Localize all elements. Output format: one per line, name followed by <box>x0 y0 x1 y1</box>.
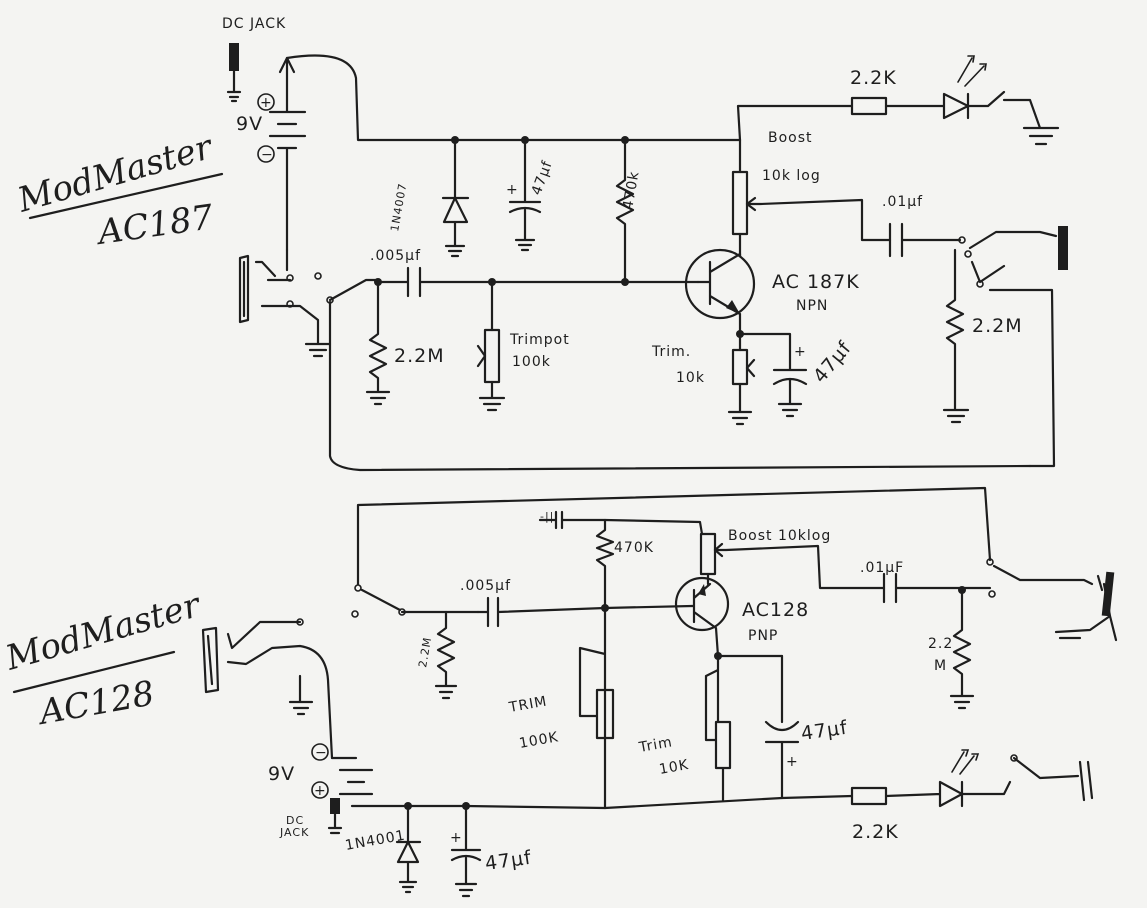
label-boost-bottom: Boost 10klog <box>728 528 831 544</box>
resistor-470k-bottom <box>595 518 615 610</box>
label-9v-top: 9V <box>236 113 263 135</box>
label-cap-supply-plus-top: + <box>506 182 519 198</box>
label-trim2-value-bottom: 10K <box>658 757 690 778</box>
trimpot-100k-top <box>476 280 506 412</box>
label-cap-in-top: .005µf <box>370 248 421 264</box>
led-branch-bottom <box>850 749 1094 808</box>
resistor-in-2.2m-bottom <box>434 610 458 700</box>
label-boost-taper-top: 10k log <box>762 168 821 184</box>
label-transistor-type-bottom: PNP <box>748 628 778 644</box>
input-jack-top <box>238 248 1032 472</box>
label-trimpot-value-top: 100k <box>512 354 551 370</box>
cap-top-bottom <box>538 510 704 536</box>
bottom-rail-bottom <box>350 794 854 810</box>
resistor-out-2.2m-top <box>942 248 970 424</box>
title-modmaster-bottom: ModMaster <box>0 585 206 679</box>
trim-100k-bottom <box>578 606 615 810</box>
label-2.2m-in-bottom: 2.2M <box>416 636 434 669</box>
label-cap-in-bottom: .005µf <box>460 578 511 594</box>
label-trim-value-top: 10k <box>676 370 705 386</box>
signal-wire-bottom <box>476 596 694 628</box>
label-diode-bottom: 1N4001 <box>344 828 407 854</box>
label-2.2m-out-top: 2.2M <box>972 315 1023 337</box>
label-cap-supply-plus-bottom: + <box>450 830 463 846</box>
dc-jack-bottom <box>327 798 343 835</box>
trim-10k-top <box>727 332 756 426</box>
label-470k-bottom: 470K <box>614 540 654 556</box>
label-470k-top: 470k <box>620 170 643 211</box>
label-cap-top-bottom: -|| <box>540 510 554 523</box>
label-2.2k-top: 2.2K <box>850 67 897 89</box>
resistor-out-2.2m-bottom <box>949 588 975 710</box>
output-jack-bottom <box>986 558 1118 642</box>
cap-out-top <box>888 222 962 258</box>
diode-1n4001-bottom <box>395 804 422 894</box>
boost-pot-top <box>731 138 892 258</box>
label-trim2-bottom: Trim <box>637 734 674 756</box>
label-jack-bottom: JACK <box>279 826 309 839</box>
diode-1n4007-top <box>441 138 470 258</box>
label-trim1-value-bottom: 100K <box>518 729 560 752</box>
top-rail-bottom <box>356 486 992 586</box>
cap-supply-bottom <box>450 804 482 898</box>
label-2.2k-bottom: 2.2K <box>852 821 899 843</box>
circuit-ac128: ModMaster AC128 .005µf 2.2M -|| 4 <box>0 486 1118 898</box>
label-boost-top: Boost <box>768 130 813 146</box>
battery-bottom <box>311 743 374 799</box>
supply-rail-top <box>285 54 742 142</box>
label-9v-bottom: 9V <box>268 763 295 785</box>
label-transistor-bottom: AC128 <box>742 599 809 621</box>
trim-10k-bottom <box>704 654 784 802</box>
input-jack-bottom <box>201 618 334 760</box>
title-underline-top <box>28 172 224 220</box>
label-trim1-bottom: TRIM <box>507 693 549 716</box>
cap-out-bottom <box>882 572 992 604</box>
label-2.2-out-bottom: 2.2 <box>928 636 953 652</box>
label-battery-minus-top: − <box>261 147 274 163</box>
title-underline-bottom <box>12 650 176 694</box>
label-cap-emitter-plus-bottom: + <box>786 754 799 770</box>
label-2.2m-in-top: 2.2M <box>394 345 445 367</box>
label-transistor-top: AC 187K <box>772 271 860 293</box>
label-cap-emitter-plus-top: + <box>794 344 807 360</box>
led-branch-top <box>736 55 1060 146</box>
label-battery-plus-bottom: + <box>314 783 327 799</box>
model-ac187: AC187 <box>93 197 216 253</box>
label-battery-minus-bottom: − <box>315 745 328 761</box>
label-m-out-bottom: M <box>934 658 947 674</box>
transistor-ac187k <box>684 248 756 336</box>
label-trim-top: Trim. <box>651 344 691 360</box>
label-cap-supply-bottom: 47µf <box>484 847 534 875</box>
label-cap-supply-top: 47µf <box>529 158 556 197</box>
label-trimpot-top: Trimpot <box>509 332 570 348</box>
circuit-ac187: ModMaster AC187 DC JACK 9V + − 1N4007 <box>12 16 1068 472</box>
label-transistor-type-top: NPN <box>796 298 828 314</box>
resistor-470k-top <box>615 138 635 284</box>
cap-emitter-top <box>738 332 808 418</box>
output-jack-top <box>958 226 1068 468</box>
label-dc-jack-top: DC JACK <box>222 16 286 32</box>
label-dc-bottom: DC <box>286 814 304 827</box>
label-cap-emitter-bottom: 47µf <box>800 717 850 745</box>
transistor-ac128 <box>674 576 730 658</box>
label-cap-emitter-top: 47µf <box>809 337 856 387</box>
cap-emitter-bottom <box>764 654 800 800</box>
resistor-in-2.2m-top <box>365 280 391 406</box>
dc-jack-top <box>226 43 242 103</box>
label-battery-plus-top: + <box>260 95 273 111</box>
signal-wire-top <box>376 266 700 298</box>
cap-supply-top <box>508 138 542 252</box>
label-cap-out-top: .01µf <box>882 194 923 210</box>
label-diode-top: 1N4007 <box>388 182 409 233</box>
label-cap-out-bottom: .01µF <box>860 560 904 576</box>
